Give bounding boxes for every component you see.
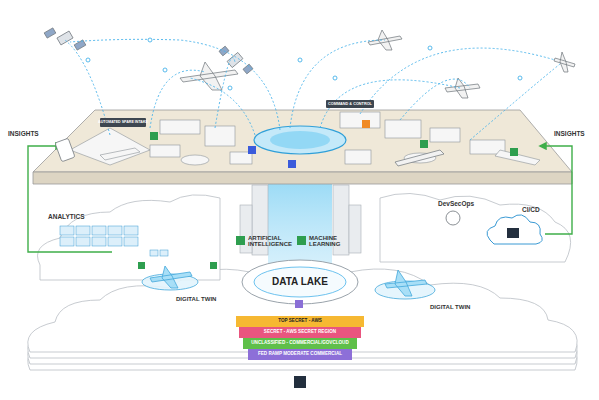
node-text: TOP SECRET - AWS xyxy=(278,319,322,324)
insight-loop xyxy=(28,146,112,252)
digital-twin-hologram xyxy=(142,266,435,299)
center-towers xyxy=(240,185,361,255)
ml-label: MACHINE LEARNING xyxy=(309,235,353,248)
node-text: COMMAND & CONTROL xyxy=(328,102,372,106)
node-text: AUTOMATED SPARE INTAKE xyxy=(98,121,148,125)
link-nodes xyxy=(86,38,522,90)
cicd-icon xyxy=(507,228,519,238)
security-band: SECRET - AWS SECRET REGION xyxy=(239,327,361,338)
devsecops-label: DevSecOps xyxy=(438,201,474,208)
tablet xyxy=(55,138,75,162)
data-lake-pool xyxy=(254,267,346,297)
insights-label: INSIGHTS xyxy=(554,131,585,138)
satellites xyxy=(44,28,253,74)
platform-buildings xyxy=(70,112,540,165)
cicd-label: CI/CD xyxy=(522,207,540,214)
facility-tag: AUTOMATED SPARE INTAKE xyxy=(100,118,146,127)
devsecops-icon xyxy=(446,211,460,225)
digital-twin-label: DIGITAL TWIN xyxy=(176,296,216,302)
security-band: TOP SECRET - AWS xyxy=(236,316,364,327)
facility-tag: COMMAND & CONTROL xyxy=(326,100,374,108)
analytics-label: ANALYTICS xyxy=(48,214,85,221)
node-text: DATA LAKE xyxy=(272,277,328,288)
node-text: UNCLASSIFIED - COMMERCIAL/GOVCLOUD xyxy=(251,341,349,346)
insights-label: INSIGHTS xyxy=(8,131,39,138)
data-lake-ring xyxy=(242,260,358,304)
security-band: FED RAMP MODERATE COMMERCIAL xyxy=(248,349,352,360)
cicd-cloud xyxy=(487,215,542,244)
data-lake: DATA LAKE xyxy=(252,272,348,292)
insight-loop xyxy=(540,146,572,234)
operations-platform xyxy=(33,110,572,184)
digital-twin-label: DIGITAL TWIN xyxy=(430,304,470,310)
service-icons xyxy=(138,120,518,388)
ai-label: ARTIFICIAL INTELLIGENCE xyxy=(248,235,292,248)
data-links xyxy=(65,39,560,140)
node-text: SECRET - AWS SECRET REGION xyxy=(264,330,336,335)
security-band: UNCLASSIFIED - COMMERCIAL/GOVCLOUD xyxy=(243,338,357,349)
node-text: FED RAMP MODERATE COMMERCIAL xyxy=(258,352,342,357)
aircraft xyxy=(180,30,575,166)
